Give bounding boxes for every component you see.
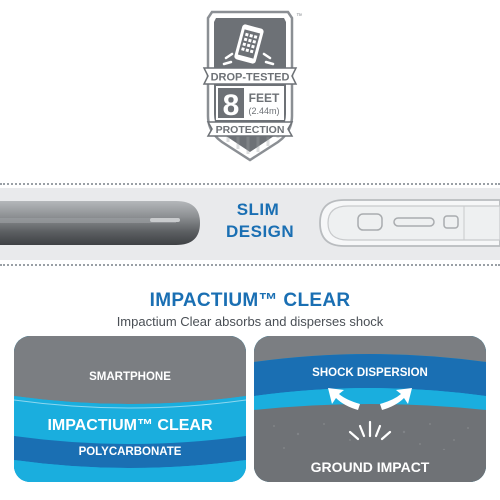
slim-design-label: SLIM DESIGN (226, 199, 295, 243)
shock-panel: SHOCK DISPERSION GROUND IMPACT (254, 336, 486, 482)
slim-label-line1: SLIM (236, 200, 280, 219)
divider-bottom (0, 264, 500, 266)
protection-label: PROTECTION (216, 124, 285, 136)
smartphone-layer-label: SMARTPHONE (89, 371, 171, 383)
polycarbonate-layer-label: POLYCARBONATE (79, 446, 182, 458)
ground-impact-label: GROUND IMPACT (311, 459, 430, 475)
section-subtitle: Impactium Clear absorbs and disperses sh… (116, 314, 384, 329)
feet-label: FEET (249, 91, 280, 105)
impactium-layer-label: IMPACTIUM™ CLEAR (47, 417, 212, 434)
shock-dispersion-label: SHOCK DISPERSION (312, 367, 428, 379)
clear-case-image (319, 199, 500, 247)
dispersion-arrows-icon (328, 388, 412, 410)
section-title: IMPACTIUM™ CLEAR (149, 290, 351, 311)
metric-label: (2.44m) (248, 106, 279, 116)
layers-panel: SMARTPHONE IMPACTIUM™ CLEAR POLYCARBONAT… (14, 336, 246, 482)
trademark-symbol: ™ (296, 13, 302, 20)
shield-icon: DROP-TESTED 8 FEET (2.44m) PROTECTION ™ (202, 10, 302, 162)
slim-label-line2: DESIGN (226, 222, 295, 241)
drop-tested-label: DROP-TESTED (211, 72, 290, 84)
drop-test-badge: DROP-TESTED 8 FEET (2.44m) PROTECTION ™ (198, 4, 302, 164)
divider-top (0, 183, 500, 185)
phone-side-image (0, 201, 200, 245)
impact-burst-icon (348, 420, 392, 441)
drop-height-number: 8 (223, 89, 240, 122)
phone-drop-icon (222, 24, 275, 66)
